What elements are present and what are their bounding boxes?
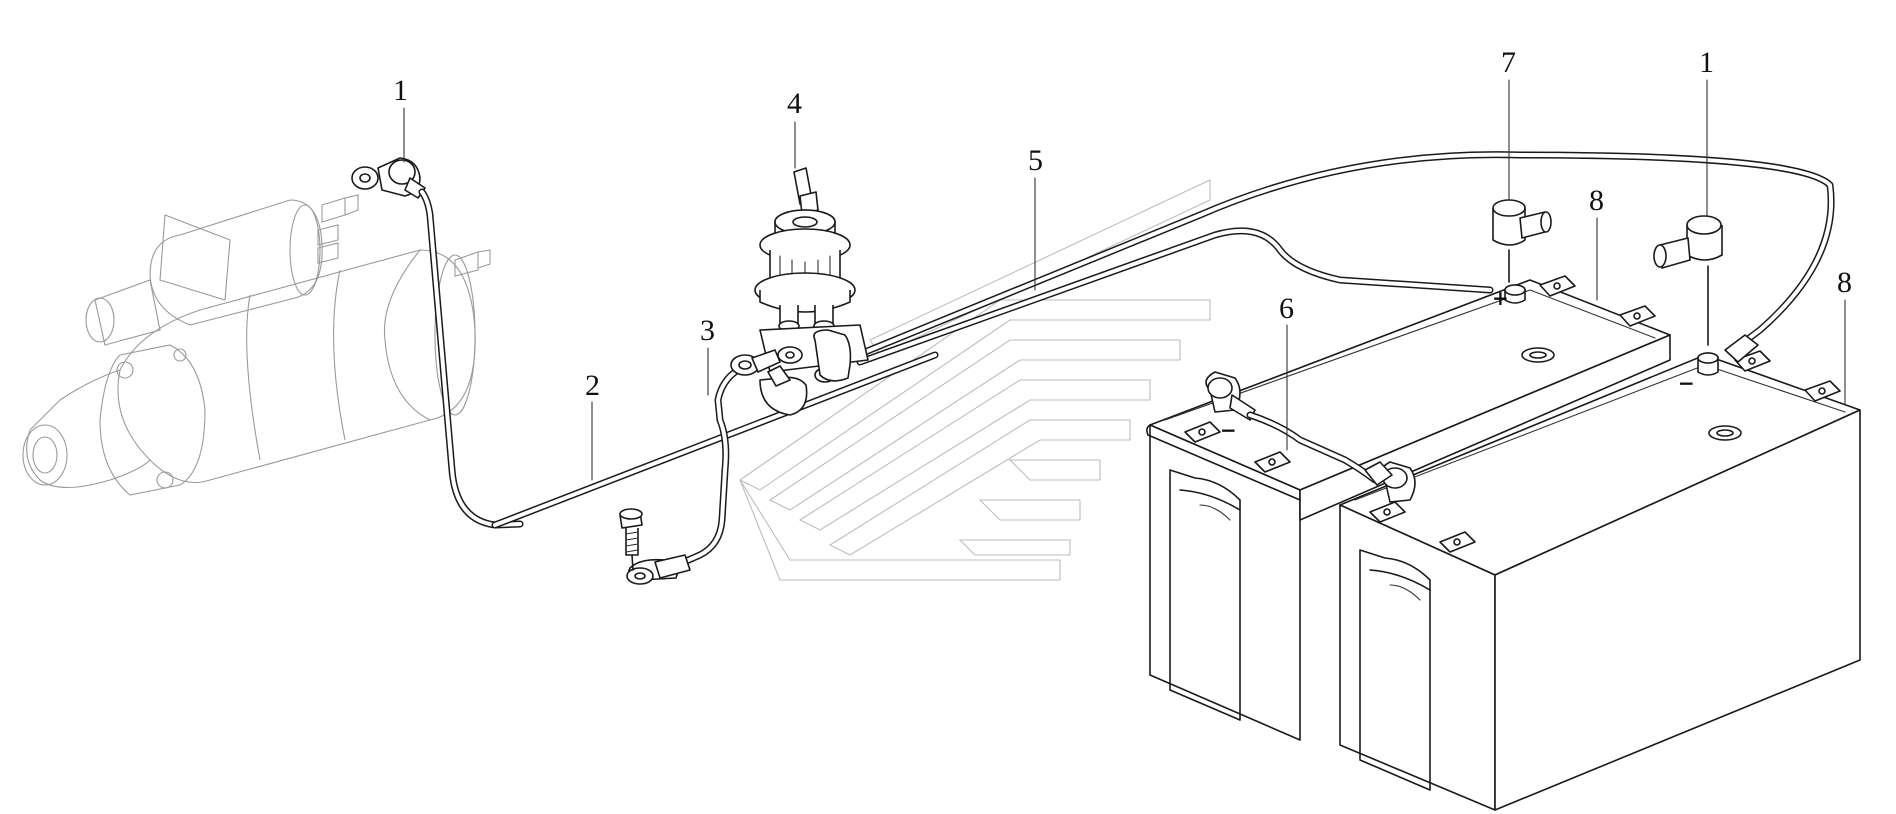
battery-right <box>1339 334 1861 811</box>
callout-5: 5 <box>1028 144 1043 177</box>
callout-8-left: 8 <box>1589 184 1604 217</box>
ground-strap-cable <box>619 349 781 585</box>
battery-left <box>1146 275 1671 741</box>
terminal-boot-1-right <box>1653 215 1723 346</box>
leader-lines <box>403 79 1846 481</box>
plus-sign-left: + <box>1492 286 1509 310</box>
minus-sign-left: − <box>1220 418 1237 442</box>
callout-1-battery: 1 <box>1699 46 1714 79</box>
callout-6: 6 <box>1279 292 1294 325</box>
callout-labels: 1 2 3 4 5 6 7 1 8 8 <box>393 46 1852 402</box>
callout-8-right: 8 <box>1837 266 1852 299</box>
callout-2: 2 <box>585 369 600 402</box>
battery-disconnect-switch <box>754 167 869 416</box>
terminal-signs: + − − <box>1220 286 1695 442</box>
callout-4: 4 <box>787 87 802 120</box>
callout-3: 3 <box>700 314 715 347</box>
main-positive-cable <box>856 151 1835 366</box>
starter-cable <box>351 157 939 529</box>
callout-1-starter: 1 <box>393 74 408 107</box>
callout-7: 7 <box>1501 46 1516 79</box>
minus-sign-right: − <box>1678 371 1695 395</box>
battery-link-cable <box>1246 411 1393 486</box>
starter-motor <box>22 194 491 496</box>
terminal-boot-7 <box>1492 199 1552 283</box>
